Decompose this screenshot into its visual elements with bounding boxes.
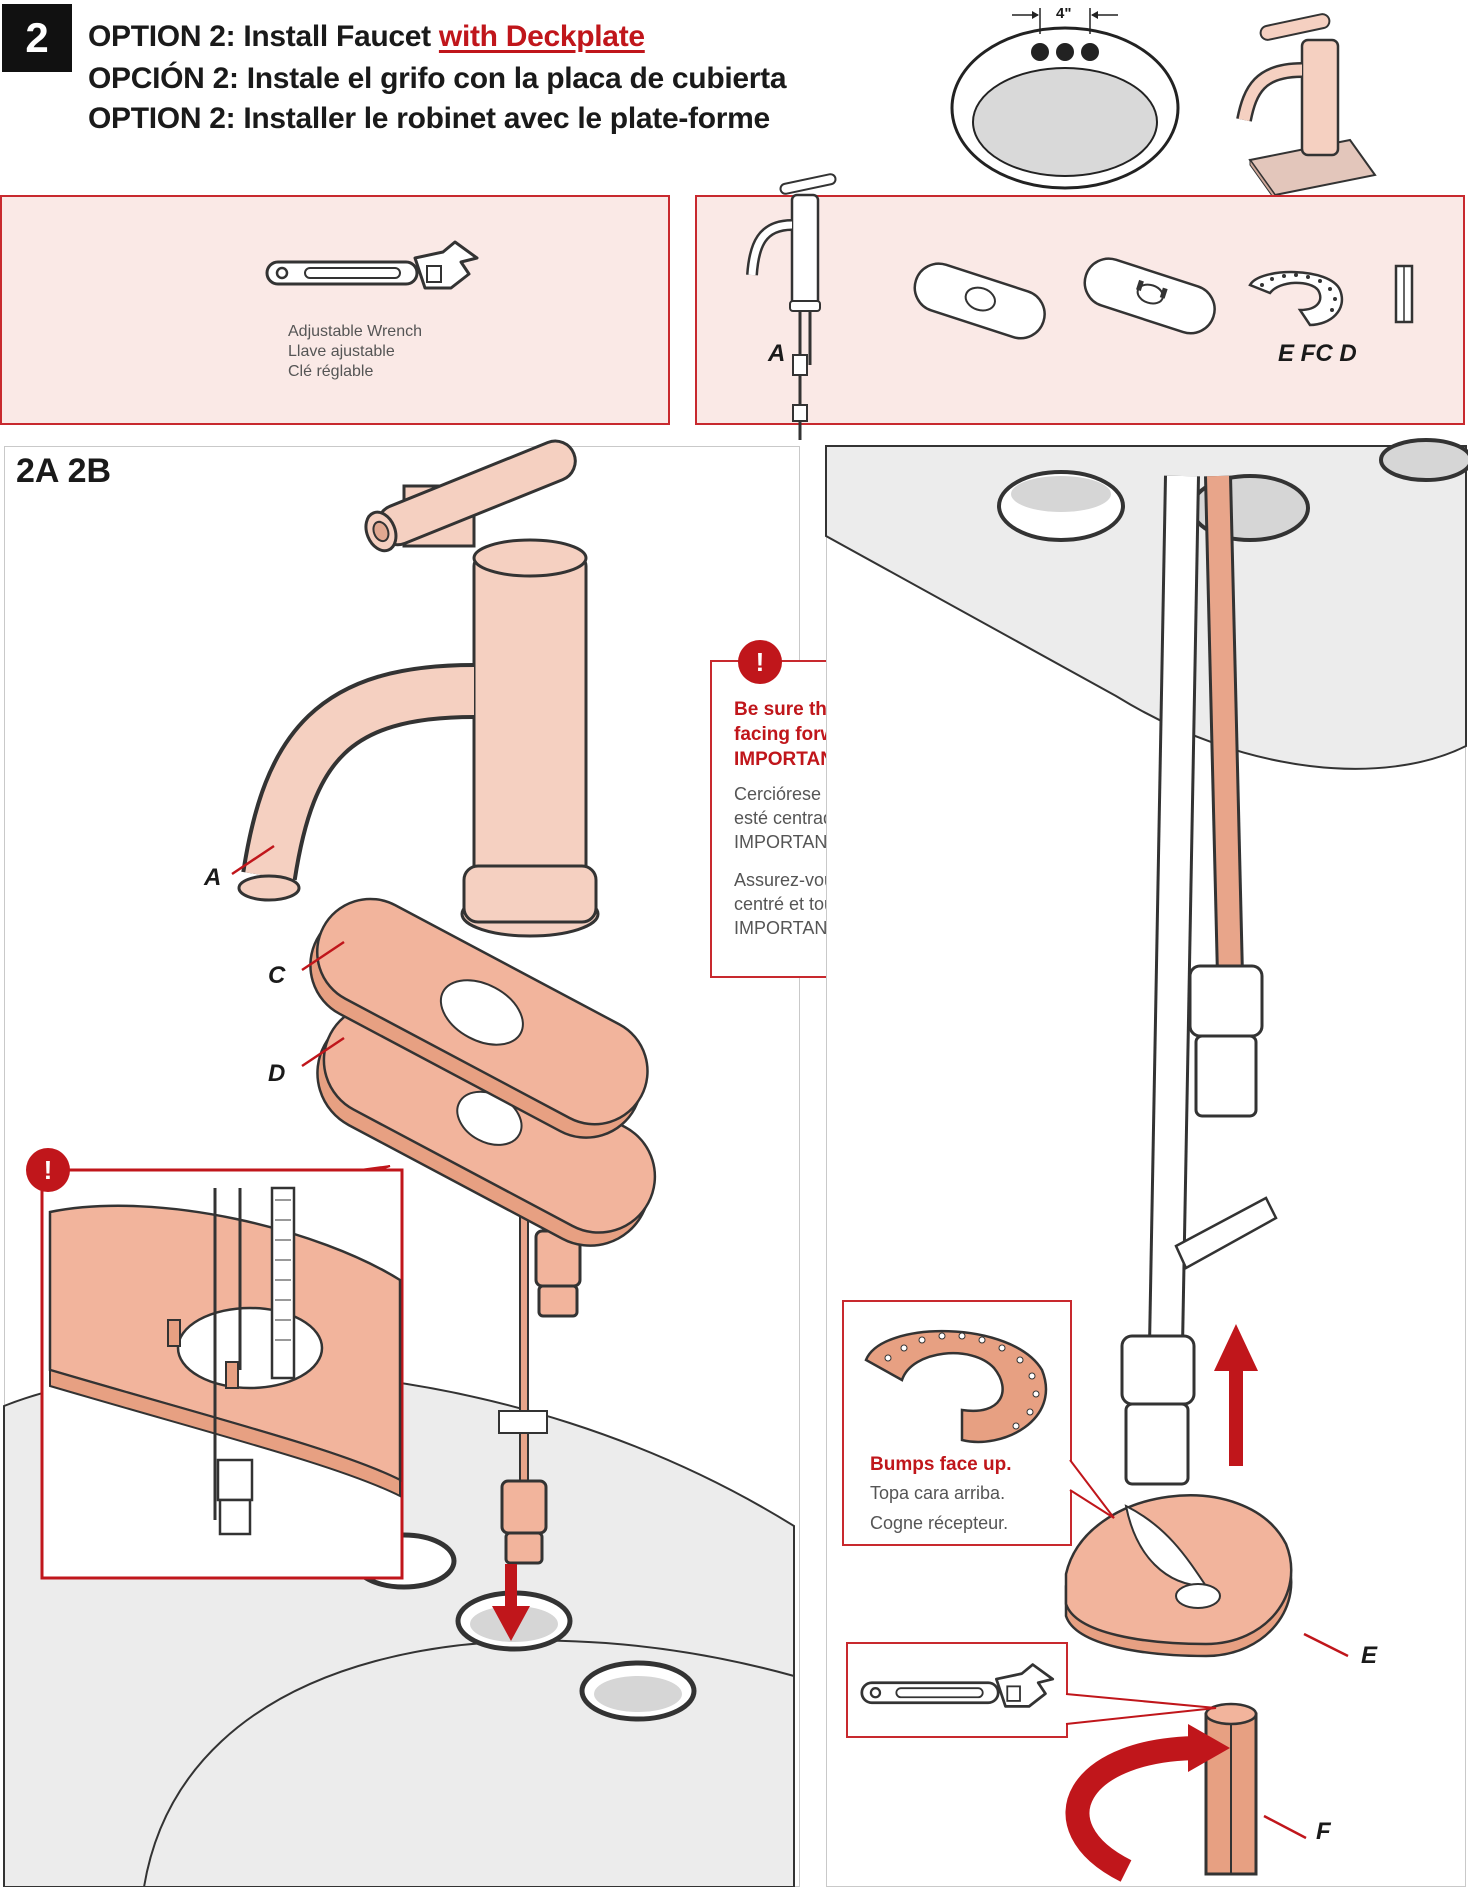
underside-assembly-illustration <box>825 438 1468 1882</box>
sink-top-view-illustration <box>950 8 1180 190</box>
warning-icon: ! <box>738 640 782 684</box>
wrench-callout-pointer <box>1065 1693 1217 1725</box>
faucet-thumbnail-illustration <box>1236 13 1377 202</box>
title-english-prefix: OPTION 2: Install Faucet <box>88 20 439 53</box>
wrench-label-english: Adjustable Wrench <box>288 323 422 340</box>
wrench-icon <box>265 240 479 290</box>
tools-panel <box>0 195 670 425</box>
label-f: F <box>1316 1818 1331 1845</box>
bumps-note-spanish: Topa cara arriba. <box>870 1483 1006 1503</box>
part-label-a: A <box>768 340 786 367</box>
title-french: OPTION 2: Installer le robinet avec le p… <box>88 102 770 135</box>
step-number-badge: 2 <box>2 4 72 72</box>
mounting-nut-f-part-illustration <box>1394 264 1414 324</box>
step-label: 2A 2B <box>16 452 112 490</box>
label-c: C <box>268 962 286 989</box>
deckplate-c-part-illustration <box>913 262 1046 340</box>
label-a: A <box>204 864 222 891</box>
label-d: D <box>268 1060 286 1087</box>
title-spanish: OPCIÓN 2: Instale el grifo con la placa … <box>88 62 787 95</box>
bumps-note-pointer <box>1069 1459 1115 1519</box>
hole-spacing-label: 4" <box>1056 5 1072 22</box>
wrench-label-spanish: Llave ajustable <box>288 343 395 360</box>
bumps-note-french: Cogne récepteur. <box>870 1513 1009 1533</box>
title-english-accent: with Deckplate <box>438 20 645 53</box>
deckplate-d-part-illustration <box>1083 257 1216 335</box>
deckplate-inset-detail-illustration <box>40 1165 404 1580</box>
bumps-washer-illustration <box>864 1330 1048 1444</box>
faucet-part-a-illustration <box>746 173 837 440</box>
inset-warning-icon: ! <box>26 1148 70 1192</box>
part-label-efcd: E FC D <box>1278 340 1357 367</box>
bumps-note-english: Bumps face up. <box>870 1454 1012 1475</box>
horseshoe-washer-e-part-illustration <box>1248 270 1343 327</box>
title-english: OPTION 2: Install Faucet with Deckplate <box>88 20 645 54</box>
wrench-label-french: Clé réglable <box>288 363 374 380</box>
label-e: E <box>1361 1642 1378 1669</box>
wrench-callout-icon <box>860 1663 1055 1708</box>
